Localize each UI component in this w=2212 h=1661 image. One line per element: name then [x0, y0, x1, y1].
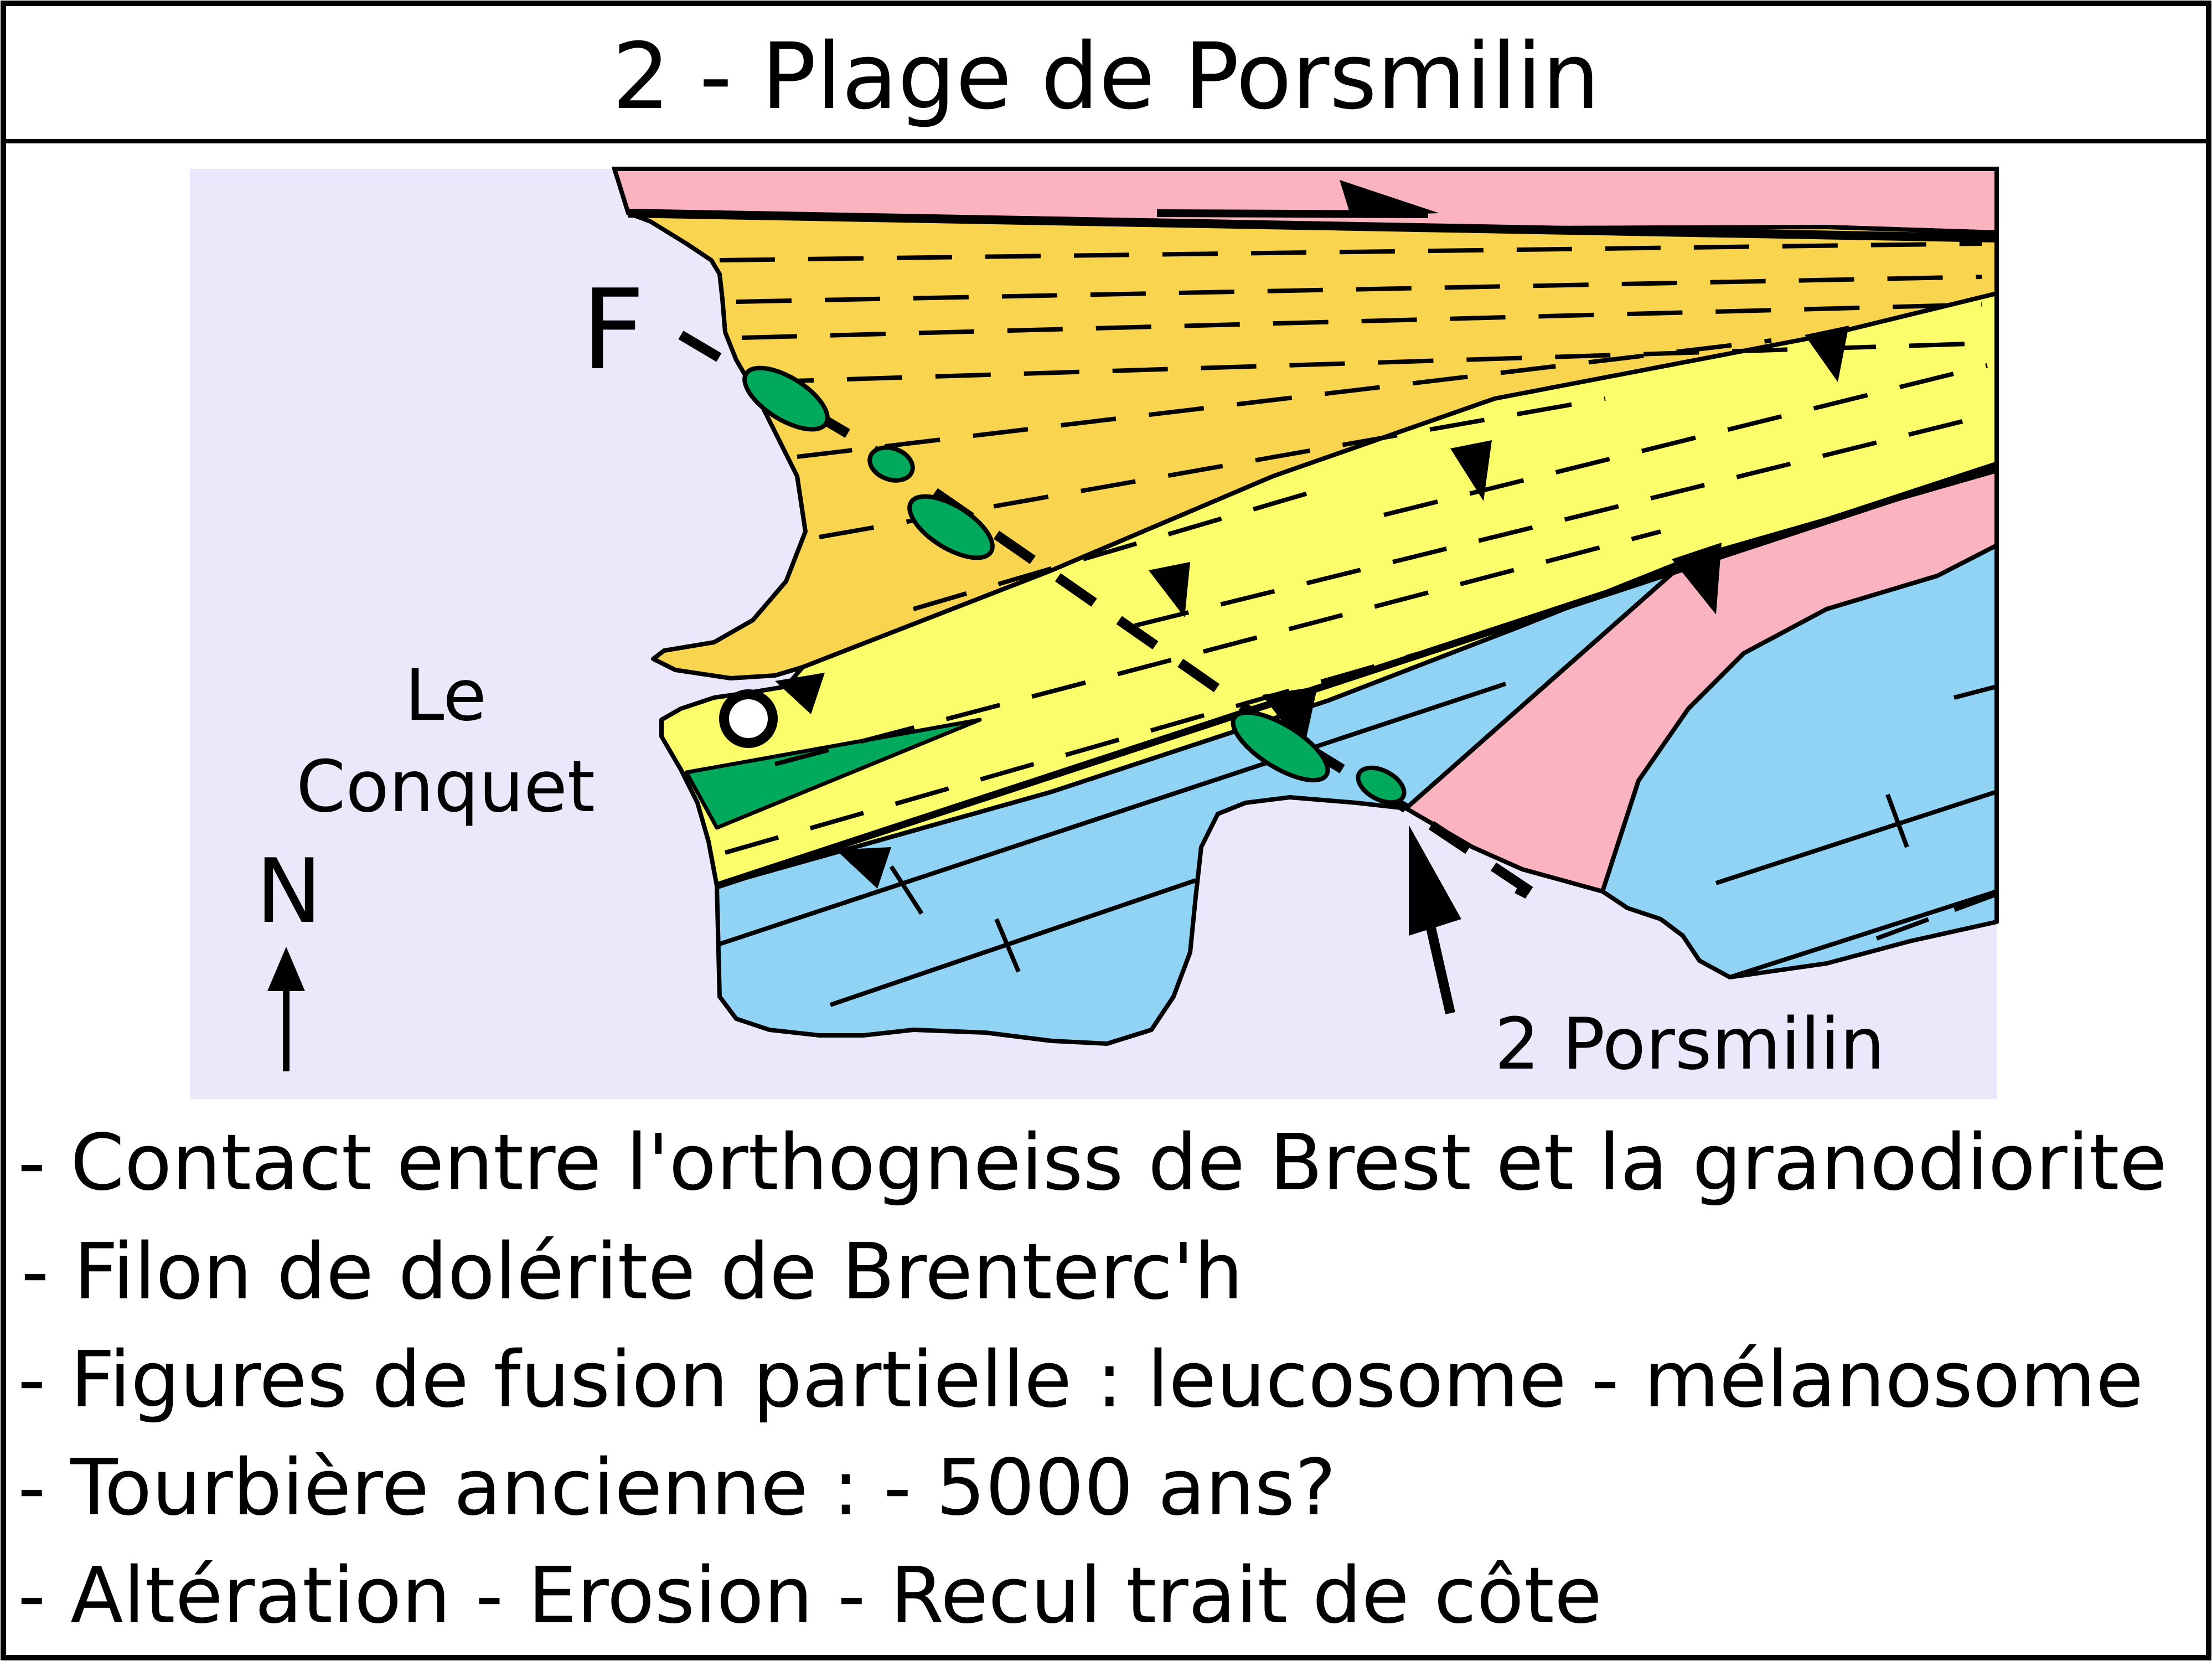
- fault-line-end: [1514, 884, 1531, 899]
- south-thrust-line: [715, 461, 1998, 890]
- page-title: 2 - Plage de Porsmilin: [612, 23, 1600, 130]
- north-arrow-icon: [267, 947, 305, 991]
- note-line-2: - Filon de dolérite de Brenterc'h: [21, 1227, 1243, 1317]
- unit-light-yellow: [659, 291, 1999, 888]
- note-line-4: - Tourbière ancienne : - 5000 ans?: [18, 1443, 1336, 1533]
- site-arrow-icon: [1409, 825, 1461, 936]
- note-line-1: - Contact entre l'orthogneiss de Brest e…: [18, 1118, 2167, 1208]
- foliation-blue: [719, 682, 1998, 1007]
- fault-line: [678, 331, 1542, 901]
- north-label: N: [256, 839, 322, 943]
- dolerite-lenses: [742, 365, 1407, 805]
- foliation-blue-east-dashed: [1875, 892, 1998, 941]
- note-line-5: - Altération - Erosion - Recul trait de …: [18, 1551, 1602, 1641]
- fault-label: F: [581, 266, 645, 395]
- geological-map: F Le Conquet N 2 Porsmilin: [190, 167, 1999, 1099]
- site-label: 2 Porsmilin: [1495, 1003, 1885, 1086]
- town-label-line1: Le: [405, 654, 487, 737]
- town-label-line2: Conquet: [296, 746, 595, 828]
- town-marker: [719, 689, 778, 748]
- shear-arrow-head: [1340, 180, 1439, 216]
- pink-contact-line: [1404, 558, 1690, 810]
- notes-list: - Contact entre l'orthogneiss de Brest e…: [18, 1118, 2167, 1641]
- east-blue-line: [1729, 889, 1998, 979]
- note-line-3: - Figures de fusion partielle : leucosom…: [18, 1335, 2143, 1425]
- dolerite-wedge: [684, 718, 982, 830]
- north-thrust-line: [628, 209, 1997, 243]
- thrust-teeth: [775, 326, 1849, 889]
- unit-light-blue-east: [1600, 543, 1999, 979]
